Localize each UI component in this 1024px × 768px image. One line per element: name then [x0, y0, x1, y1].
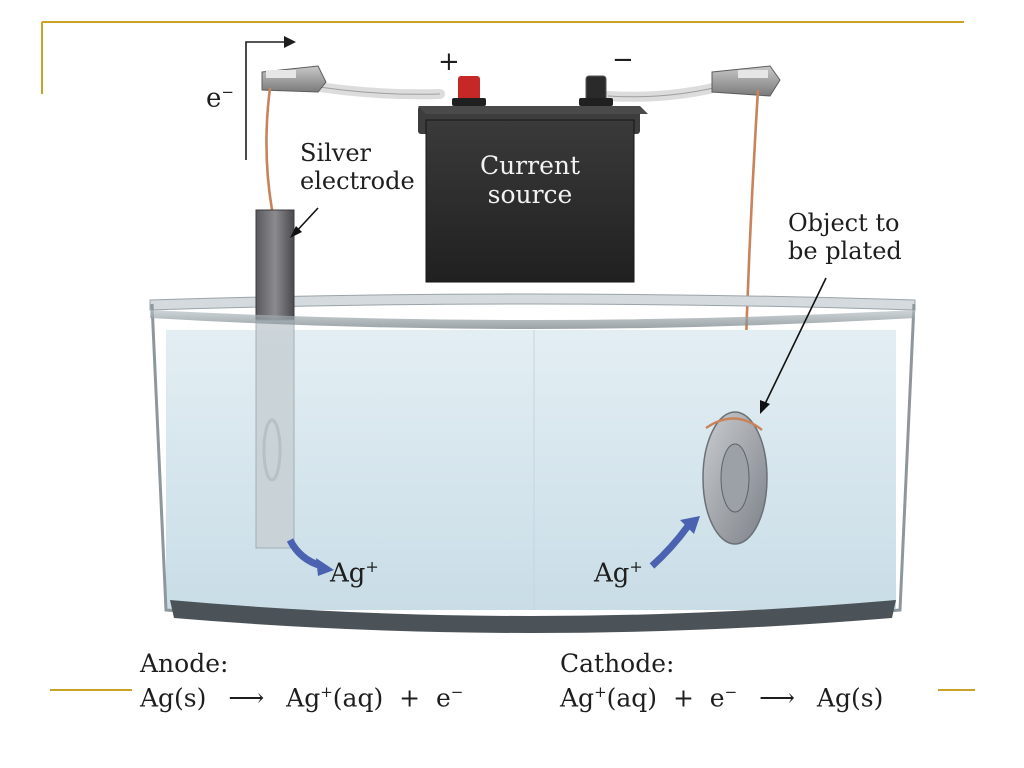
silver-electrode-label: Silver electrode [300, 139, 415, 195]
silver-electrode-submerged [255, 319, 295, 549]
ion-label-right-base: Ag [594, 558, 630, 589]
anode-reactant: Ag(s) [140, 683, 207, 713]
plus-sign: + [438, 47, 460, 77]
positive-terminal [458, 76, 480, 102]
cathode-reactant-sup: + [594, 683, 607, 701]
object-leader [763, 277, 827, 407]
right-clamp [711, 65, 781, 97]
electron-symbol: e [206, 83, 222, 114]
anode-product-sup: + [320, 683, 333, 701]
ion-label-left-base: Ag [330, 558, 366, 589]
ion-arrow-left-head [316, 558, 334, 576]
left-copper-wire [265, 87, 274, 211]
cathode-reactant-base: Ag [560, 683, 595, 713]
anode-product-rest: (aq) + e [332, 683, 451, 713]
accent-frame [41, 21, 975, 691]
current-source-label: Current source [430, 151, 630, 210]
anode-product-base: Ag [286, 683, 321, 713]
electron-flow-label: e− [206, 83, 234, 115]
silver-electrode-label-line2: electrode [300, 166, 415, 195]
anode-equation: Ag(s) ⟶ Ag+(aq) + e− [140, 683, 464, 713]
cathode-electron-sup: − [724, 683, 738, 701]
current-source-label-line1: Current [479, 151, 581, 180]
anode-title: Anode: [140, 649, 229, 678]
cathode-reactant-rest: (aq) + e [606, 683, 725, 713]
silver-electrode-top [255, 209, 295, 321]
object-label: Object to be plated [788, 209, 902, 265]
ion-label-left: Ag+ [330, 557, 379, 590]
anode-arrow: ⟶ [228, 683, 265, 713]
silver-electrode-label-line1: Silver [300, 139, 372, 167]
electron-flow-arrow [245, 36, 296, 160]
cable [295, 79, 735, 102]
object-label-line1: Object to [788, 209, 900, 237]
tank-front-rim [150, 310, 915, 329]
ion-arrow-right-head [680, 516, 700, 534]
tank-bottom [170, 600, 896, 633]
anode-electron-sup: − [450, 683, 464, 701]
object-ring [702, 411, 768, 545]
current-source [418, 75, 648, 283]
cathode-arrow: ⟶ [759, 683, 795, 713]
left-clamp [261, 65, 327, 93]
object-label-line2: be plated [788, 236, 902, 265]
cathode-title: Cathode: [560, 649, 675, 678]
electron-charge: − [221, 83, 234, 101]
cathode-product: Ag(s) [816, 683, 884, 713]
cathode-equation: Ag+(aq) + e− ⟶ Ag(s) [560, 683, 884, 713]
ion-label-left-sup: + [365, 557, 379, 576]
current-source-label-line2: source [487, 179, 573, 209]
ion-label-right-sup: + [629, 557, 643, 576]
ion-label-right: Ag+ [594, 557, 643, 590]
ion-arrow-right [649, 523, 691, 569]
minus-sign: − [612, 45, 634, 75]
